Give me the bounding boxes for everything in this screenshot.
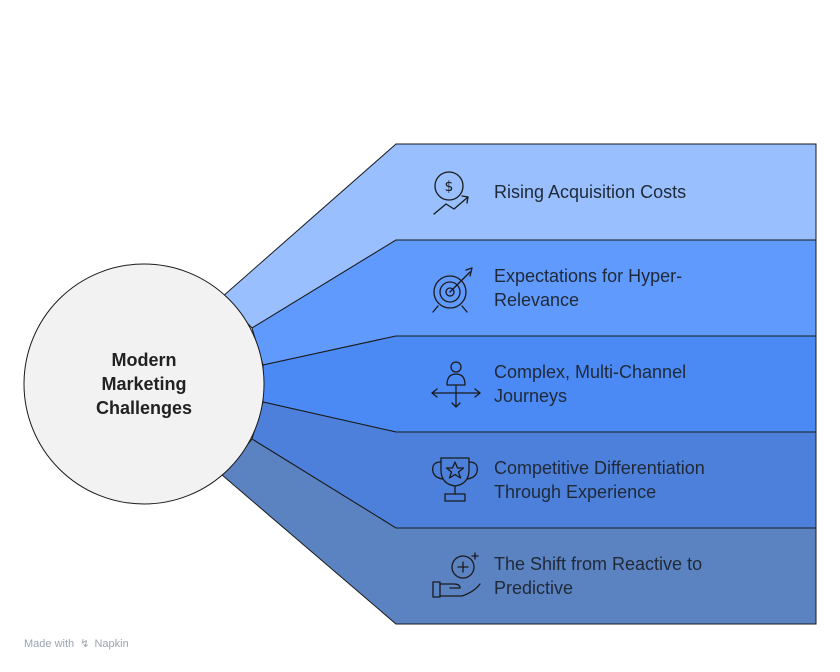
label-line: The Shift from Reactive to: [494, 554, 703, 574]
center-hub: [23, 263, 265, 505]
brand-name: Napkin: [94, 638, 129, 650]
label-line: Journeys: [494, 386, 568, 406]
trophy-star-icon: [432, 457, 478, 502]
label-line: Complex, Multi-Channel: [494, 362, 687, 382]
label-line: Through Experience: [494, 482, 657, 502]
label-line: Competitive Differentiation: [494, 458, 705, 478]
center-title-line: Challenges: [95, 398, 193, 418]
label-reactive-to-predictive: The Shift from Reactive to Predictive: [494, 552, 814, 600]
center-title-line: Modern: [111, 350, 177, 370]
person-crossroads-icon: [431, 361, 481, 408]
label-multi-channel-journeys: Complex, Multi-Channel Journeys: [494, 360, 814, 408]
made-with-credit: Made with ↯ Napkin: [24, 637, 129, 650]
hand-crystal-ball-icon: [432, 552, 481, 598]
napkin-logo-icon: ↯: [80, 638, 90, 650]
svg-text:$: $: [445, 179, 454, 195]
dollar-trend-up-icon: $: [433, 171, 469, 215]
center-title-line: Marketing: [101, 374, 187, 394]
label-line: Predictive: [494, 578, 574, 598]
label-rising-acquisition-costs: Rising Acquisition Costs: [494, 180, 814, 204]
center-title: Modern Marketing Challenges: [64, 348, 224, 420]
label-competitive-differentiation: Competitive Differentiation Through Expe…: [494, 456, 814, 504]
made-with-text: Made with: [24, 638, 75, 650]
label-line: Expectations for Hyper-: [494, 266, 683, 286]
label-line: Relevance: [494, 290, 580, 310]
target-arrow-icon: [432, 267, 473, 313]
label-line: Rising Acquisition Costs: [494, 182, 687, 202]
label-hyper-relevance: Expectations for Hyper- Relevance: [494, 264, 814, 312]
band-reactive-to-predictive: [221, 438, 817, 625]
